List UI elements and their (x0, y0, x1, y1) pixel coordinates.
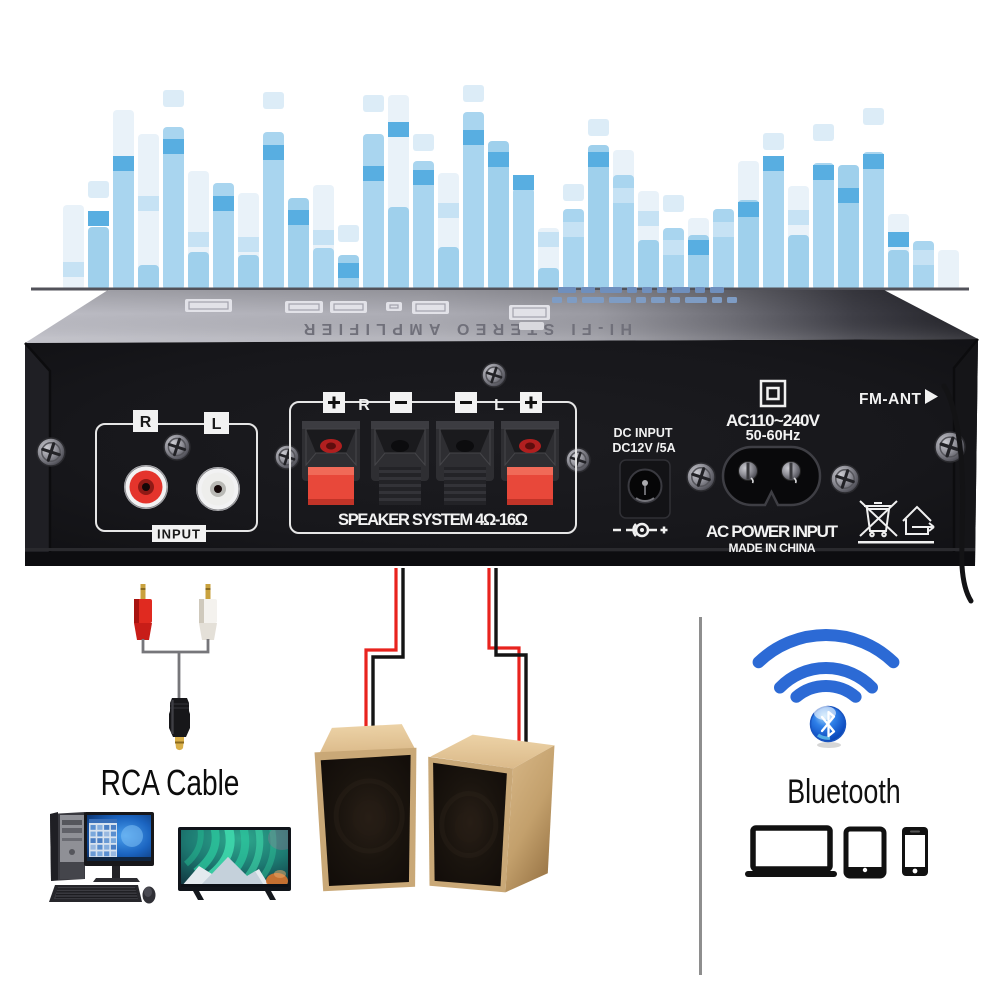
svg-text:L: L (494, 397, 504, 414)
svg-text:AC POWER INPUT: AC POWER INPUT (706, 522, 839, 541)
svg-text:HI-FI STEREO AMPLIFIER: HI-FI STEREO AMPLIFIER (298, 320, 632, 337)
svg-text:RCA Cable: RCA Cable (101, 763, 240, 803)
svg-text:50-60Hz: 50-60Hz (746, 428, 801, 444)
svg-text:INPUT: INPUT (157, 527, 201, 542)
svg-text:R: R (140, 414, 152, 431)
svg-text:AC110~240V: AC110~240V (726, 411, 821, 430)
svg-text:SPEAKER SYSTEM 4Ω-16Ω: SPEAKER SYSTEM 4Ω-16Ω (338, 511, 528, 529)
svg-text:DC INPUT: DC INPUT (613, 426, 672, 440)
svg-text:DC12V /5A: DC12V /5A (612, 441, 675, 455)
svg-text:R: R (358, 397, 370, 414)
svg-text:MADE IN CHINA: MADE IN CHINA (729, 541, 816, 555)
svg-text:Bluetooth: Bluetooth (787, 773, 900, 811)
svg-text:FM-ANT: FM-ANT (859, 391, 922, 408)
svg-text:L: L (212, 416, 222, 433)
